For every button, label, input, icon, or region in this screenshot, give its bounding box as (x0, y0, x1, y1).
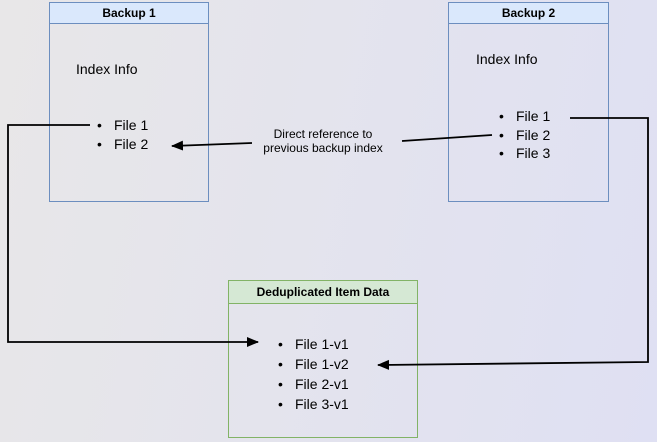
file-label: File 2 (516, 126, 551, 143)
file-label: File 3 (516, 145, 551, 161)
bullet-icon: • (278, 356, 283, 372)
bullet-icon: • (278, 396, 283, 412)
list-item: • File 2 (499, 126, 550, 145)
edge-label-line1: Direct reference to (273, 127, 373, 141)
backup2-title: Backup 2 (449, 3, 608, 24)
bullet-icon: • (97, 136, 102, 152)
list-item: • File 1 (499, 107, 550, 126)
bullet-icon: • (499, 145, 504, 161)
bullet-icon: • (97, 117, 102, 133)
file-label: File 3-v1 (295, 396, 349, 412)
file-label: File 1-v2 (295, 356, 349, 372)
file-label: File 2-v1 (295, 376, 349, 392)
backup1-file-list: • File 1 • File 2 (97, 116, 148, 154)
list-item: • File 2-v1 (278, 374, 349, 394)
file-label: File 1 (516, 108, 551, 124)
backup1-title: Backup 1 (50, 3, 208, 24)
list-item: • File 1 (97, 116, 148, 135)
dedup-file-list: • File 1-v1 • File 1-v2 • File 2-v1 • Fi… (278, 334, 349, 414)
list-item: • File 3-v1 (278, 394, 349, 414)
edge-label-line2: previous backup index (263, 141, 383, 155)
bullet-icon: • (278, 336, 283, 352)
backup2-file-list: • File 1 • File 2 • File 3 (499, 107, 550, 163)
backup2-box: Backup 2 Index Info • File 1 • File 2 • … (448, 2, 609, 202)
file-label: File 1 (114, 117, 149, 133)
bullet-icon: • (499, 126, 504, 143)
list-item: • File 3 (499, 144, 550, 163)
file-label: File 1-v1 (295, 336, 349, 352)
bullet-icon: • (499, 108, 504, 124)
bullet-icon: • (278, 376, 283, 392)
list-item: • File 1-v2 (278, 354, 349, 374)
backup2-index-info-label: Index Info (476, 51, 538, 67)
file-label: File 2 (114, 136, 149, 152)
backup1-index-info-label: Index Info (76, 61, 138, 77)
edge-label: Direct reference to previous backup inde… (238, 127, 408, 155)
list-item: • File 2 (97, 135, 148, 154)
dedup-title: Deduplicated Item Data (229, 281, 417, 304)
dedup-box: Deduplicated Item Data • File 1-v1 • Fil… (228, 280, 418, 438)
backup1-box: Backup 1 Index Info • File 1 • File 2 (49, 2, 209, 202)
list-item: • File 1-v1 (278, 334, 349, 354)
